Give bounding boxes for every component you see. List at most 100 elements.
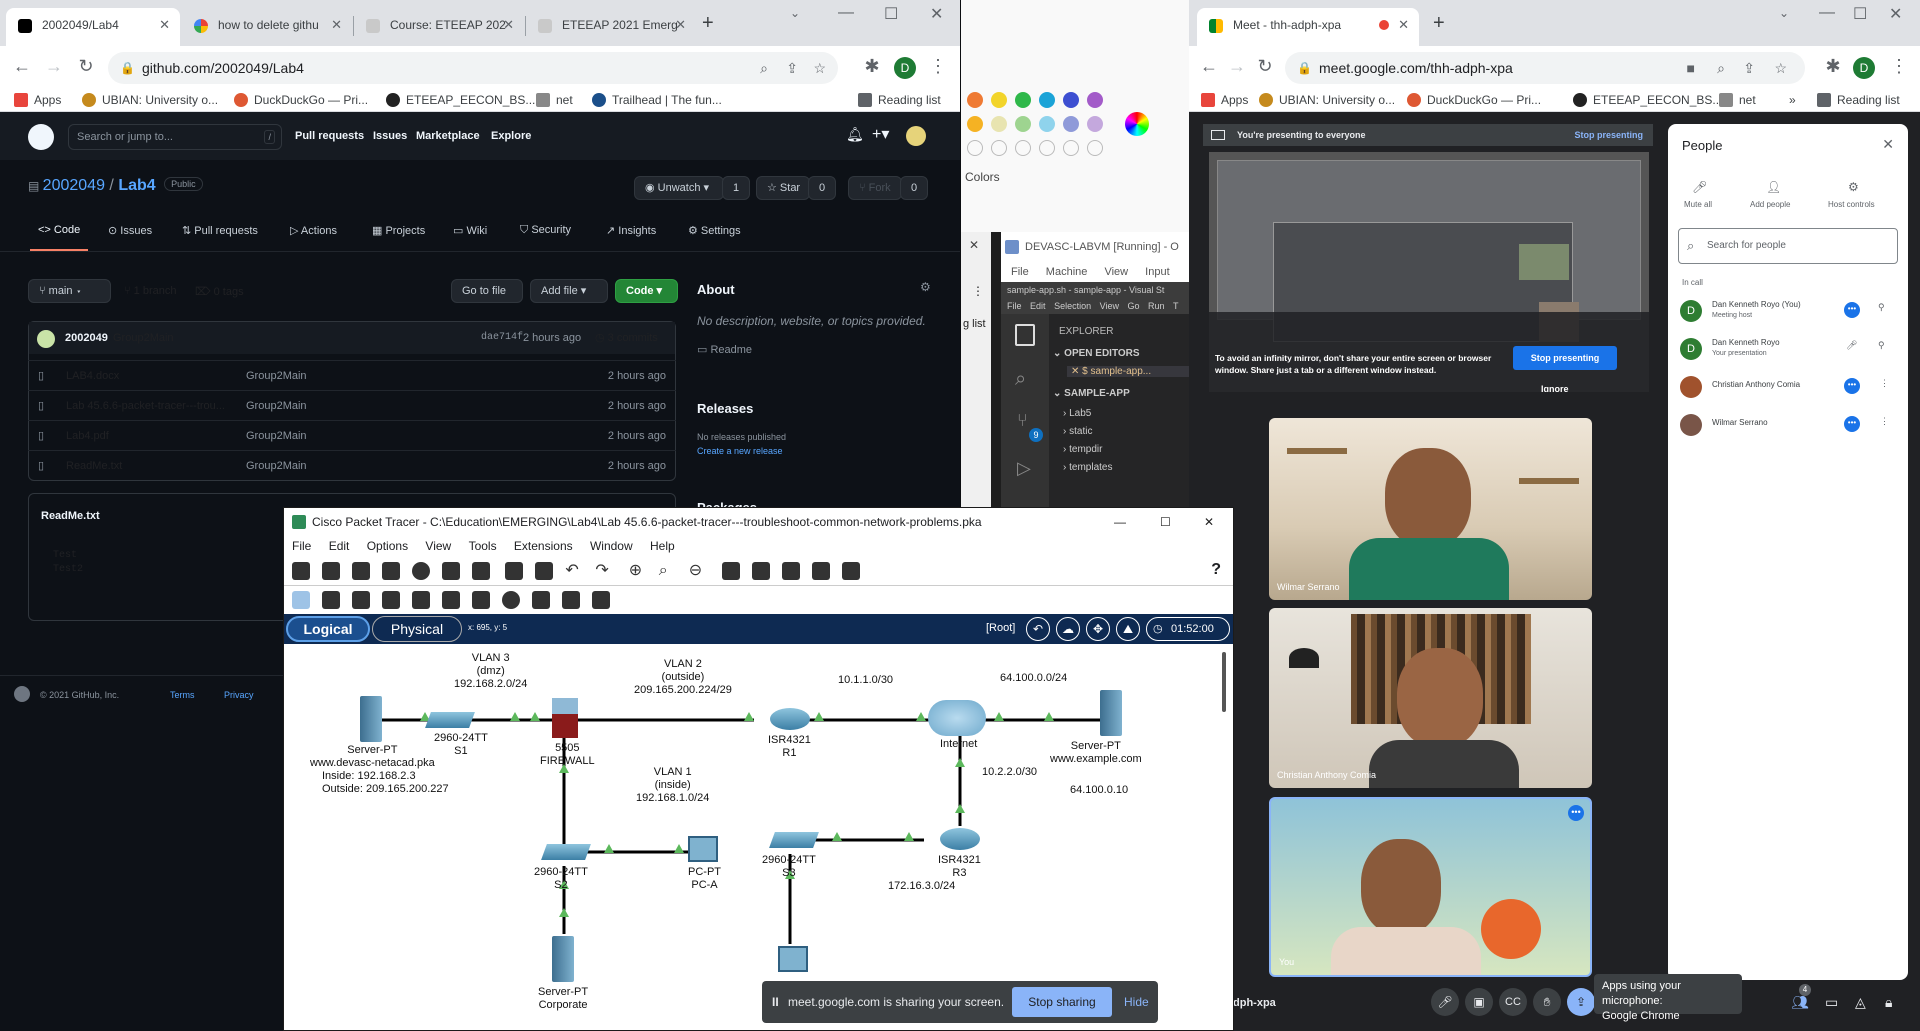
color-picker-icon[interactable]	[1125, 112, 1149, 136]
file-name[interactable]: LAB4.docx	[66, 370, 120, 382]
tags-link[interactable]: ⌦ 0 tags	[195, 286, 244, 298]
file-name[interactable]: Lab4.pdf	[66, 430, 109, 442]
file-row[interactable]: ▯ Lab 45.6.6-packet-tracer---trou... Gro…	[28, 390, 676, 420]
bookmark-net[interactable]: net	[1719, 93, 1756, 107]
bookmark-eteeap[interactable]: ETEEAP_EECON_BS...	[386, 93, 535, 107]
router-icon[interactable]	[940, 828, 980, 850]
nav-marketplace[interactable]: Marketplace	[416, 130, 480, 142]
copy-icon[interactable]	[505, 562, 524, 580]
file-row[interactable]: ▯ Lab4.pdf Group2Main 2 hours ago	[28, 420, 676, 450]
readme-link[interactable]: ▭ Readme	[697, 344, 753, 356]
move-icon[interactable]: ✥	[1086, 617, 1110, 641]
github-search-input[interactable]: Search or jump to... /	[68, 124, 282, 150]
menu-item[interactable]: View	[1099, 301, 1119, 311]
commit-author[interactable]: 2002049	[65, 332, 108, 344]
close-tab-icon[interactable]: ✕	[331, 17, 342, 32]
vm-menu-machine[interactable]: Machine	[1045, 266, 1088, 278]
people-search-input[interactable]: ⌕ Search for people	[1678, 228, 1898, 264]
print-icon[interactable]	[382, 562, 400, 580]
github-logo-icon[interactable]	[28, 124, 54, 150]
stop-presenting-button[interactable]: Stop presenting	[1513, 346, 1617, 370]
file-commit-msg[interactable]: Group2Main	[246, 430, 307, 442]
zoom-reset-icon[interactable]: ⌕	[658, 562, 668, 579]
new-file-icon[interactable]	[292, 562, 310, 580]
vm-menu-input[interactable]: Input	[1145, 266, 1170, 278]
host-controls-label[interactable]: Host controls	[1828, 200, 1875, 209]
custom-device-icon[interactable]	[752, 562, 771, 580]
file-commit-msg[interactable]: Group2Main	[246, 370, 307, 382]
add-file-button[interactable]: Add file ▾	[530, 279, 608, 303]
extensions-icon[interactable]: ✱	[1825, 56, 1841, 76]
raise-hand-button[interactable]: ✋︎	[1533, 988, 1561, 1016]
camera-icon[interactable]: ■	[1686, 60, 1695, 76]
chat-icon[interactable]: ▭	[1825, 994, 1839, 1010]
save-icon[interactable]	[352, 562, 370, 580]
zoom-icon[interactable]: ⌕	[760, 60, 768, 76]
mic-button[interactable]: 🎤︎	[1431, 988, 1459, 1016]
maximize-icon[interactable]: ☐	[884, 6, 899, 23]
close-window-icon[interactable]: ✕	[1204, 515, 1215, 529]
background-icon[interactable]: ⛰	[1116, 617, 1140, 641]
commit-sha[interactable]: dae714f	[481, 332, 524, 343]
vertical-scrollbar[interactable]	[1222, 652, 1226, 712]
help-icon[interactable]: ?	[1211, 561, 1221, 578]
go-to-file-button[interactable]: Go to file	[451, 279, 523, 303]
participants-icon[interactable]: 👥︎	[1791, 994, 1809, 1010]
maximize-icon[interactable]: ☐	[1160, 515, 1171, 529]
file-name[interactable]: Lab 45.6.6-packet-tracer---trou...	[66, 400, 225, 412]
footer-terms[interactable]: Terms	[170, 690, 195, 700]
undo-icon[interactable]: ↶	[565, 562, 579, 579]
tab-google[interactable]: how to delete githu ✕	[182, 8, 352, 46]
menu-edit[interactable]: Edit	[328, 539, 350, 553]
star-count[interactable]: 0	[808, 176, 837, 200]
menu-item[interactable]: Edit	[1030, 301, 1046, 311]
readme-title[interactable]: ReadMe.txt	[41, 510, 100, 522]
participant-row[interactable]: D Dan Kenneth Royo Your presentation 🎤︎ …	[1668, 334, 1908, 370]
about-gear-icon[interactable]: ⚙	[920, 280, 931, 294]
server-icon[interactable]	[360, 696, 382, 742]
logical-tab[interactable]: Logical	[286, 616, 370, 642]
captions-button[interactable]: CC	[1499, 988, 1527, 1016]
ignore-button[interactable]: Ignore	[1541, 384, 1569, 392]
add-people-label[interactable]: Add people	[1750, 200, 1791, 209]
tab-course[interactable]: Course: ETEEAP 202 ✕	[354, 8, 524, 46]
maximize-icon[interactable]: ☐	[1853, 6, 1868, 23]
chevron-down-icon[interactable]: ⌄	[790, 6, 801, 20]
source-control-icon[interactable]: ⑂	[1017, 410, 1028, 430]
tab-insights[interactable]: ↗ Insights	[606, 225, 657, 237]
server-icon[interactable]	[552, 936, 574, 982]
tile-menu-icon[interactable]: •••	[1568, 805, 1584, 821]
pc-icon[interactable]	[778, 946, 808, 972]
color-swatch[interactable]	[1039, 92, 1055, 108]
profile-avatar[interactable]: D	[894, 57, 916, 79]
lock-icon[interactable]: 🔒︎	[1885, 994, 1893, 1010]
delete-tool-icon[interactable]	[352, 591, 370, 609]
menu-extensions[interactable]: Extensions	[513, 539, 573, 553]
bookmark-ubian[interactable]: UBIAN: University o...	[1259, 93, 1395, 107]
rectangle-tool-icon[interactable]	[472, 591, 490, 609]
user-avatar-icon[interactable]	[906, 126, 926, 146]
menu-item[interactable]: Run	[1148, 301, 1165, 311]
open-folder-icon[interactable]	[322, 562, 340, 580]
repo-owner-link[interactable]: 2002049	[42, 177, 105, 194]
open-editor-item[interactable]: ✕ $ sample-app...	[1067, 366, 1189, 377]
empty-swatch[interactable]	[991, 140, 1007, 156]
files-icon[interactable]	[1015, 324, 1035, 346]
select-tool-icon[interactable]	[292, 591, 310, 609]
color-swatch[interactable]	[1015, 92, 1031, 108]
code-button[interactable]: Code ▾	[615, 279, 678, 303]
extensions-icon[interactable]: ✱	[864, 56, 880, 76]
vm-menu-view[interactable]: View	[1104, 266, 1129, 278]
image-icon[interactable]	[842, 562, 861, 580]
zoom-in-icon[interactable]: ⊕	[628, 562, 643, 579]
more-vertical-icon[interactable]: ⋮	[1880, 378, 1889, 388]
folder-item[interactable]: › templates	[1063, 462, 1113, 473]
paste-icon[interactable]	[535, 562, 554, 580]
bookmark-net[interactable]: net	[536, 93, 573, 107]
participant-row[interactable]: Christian Anthony Comia ••• ⋮	[1668, 372, 1908, 408]
url-field[interactable]: 🔒 github.com/2002049/Lab4 ⌕ ⇪ ☆	[108, 52, 838, 84]
branches-link[interactable]: ⑂ 1 branch	[124, 285, 177, 297]
camera-button[interactable]: ▣	[1465, 988, 1493, 1016]
minimize-icon[interactable]: —	[1114, 515, 1126, 529]
file-name[interactable]: ReadMe.txt	[66, 460, 123, 472]
